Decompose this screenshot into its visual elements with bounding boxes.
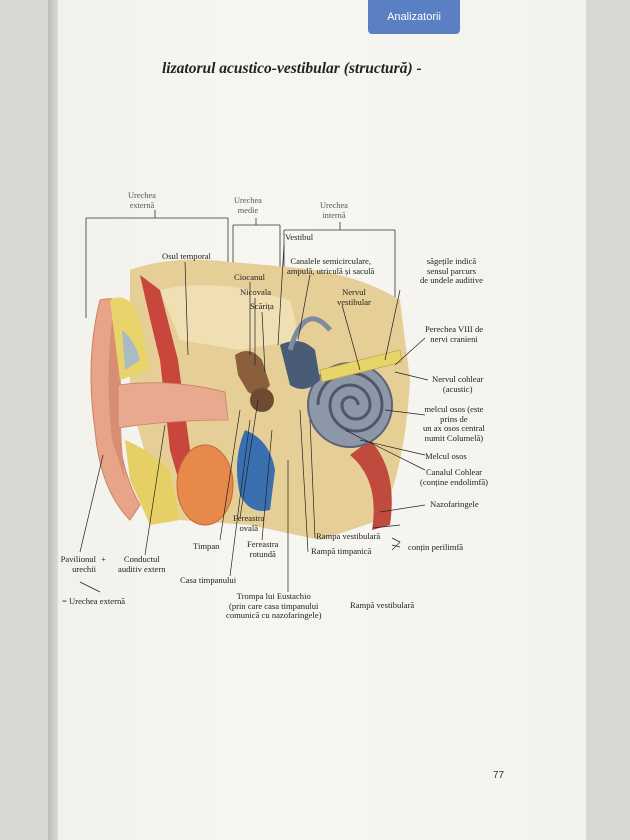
- label-contin-perilimfa: conțin perilimfă: [408, 542, 464, 552]
- label-trompa: Trompa lui Eustachio(prin care casa timp…: [226, 591, 322, 621]
- fat-tissue-lower: [125, 440, 180, 525]
- semicircular-canal: [287, 316, 332, 351]
- page-number: 77: [493, 770, 505, 781]
- ossicles: [235, 351, 270, 395]
- label-plus: +: [101, 554, 106, 564]
- parotid-region: [176, 444, 234, 526]
- label-casa-timpanului: Casa timpanului: [180, 575, 237, 585]
- cartilage: [122, 330, 140, 370]
- label-nervul-cohlear: Nervul cohlear(acustic): [432, 374, 484, 394]
- label-timpan: Timpan: [193, 541, 220, 551]
- tympanic-cavity: [250, 388, 274, 412]
- label-rampa-timpanica: Rampă timpanică: [311, 546, 372, 556]
- chapter-tab-label: Analizatorii: [387, 11, 441, 23]
- label-melcul-osos: Melcul osos: [425, 451, 467, 461]
- bone-texture: [160, 285, 300, 350]
- cochlea-spiral: [316, 371, 384, 433]
- label-ciocanul: Ciocanul: [234, 272, 266, 282]
- ear-canal: [117, 382, 229, 429]
- label-canalele: Canalele semicirculare,ampulă, utriculă …: [287, 256, 375, 276]
- muscle-right: [350, 440, 392, 530]
- leader-lines: [79, 244, 429, 593]
- page-title: lizatorul acustico-vestibular (structură…: [162, 60, 422, 77]
- vestibulocochlear-nerve: [319, 349, 403, 383]
- label-osul-temporal: Osul temporal: [162, 251, 211, 261]
- label-rampa-vestibulara: Rampa vestibulară: [316, 531, 381, 541]
- chapter-tab: Analizatorii: [368, 0, 460, 34]
- vestibule: [280, 341, 320, 389]
- label-nicovala: Nicovala: [240, 287, 272, 297]
- label-nazofaringele: Nazofaringele: [430, 499, 479, 509]
- label-urechea-externa: = Urechea externă: [62, 596, 126, 606]
- label-scarita: Scărița: [250, 301, 274, 311]
- label-vestibul: Vestibul: [285, 232, 314, 242]
- label-rampa-vestibulara-2: Rampă vestibulară: [350, 600, 415, 610]
- label-canalul-cohlear: Canalul Cohlear(conține endolimfă): [420, 467, 489, 487]
